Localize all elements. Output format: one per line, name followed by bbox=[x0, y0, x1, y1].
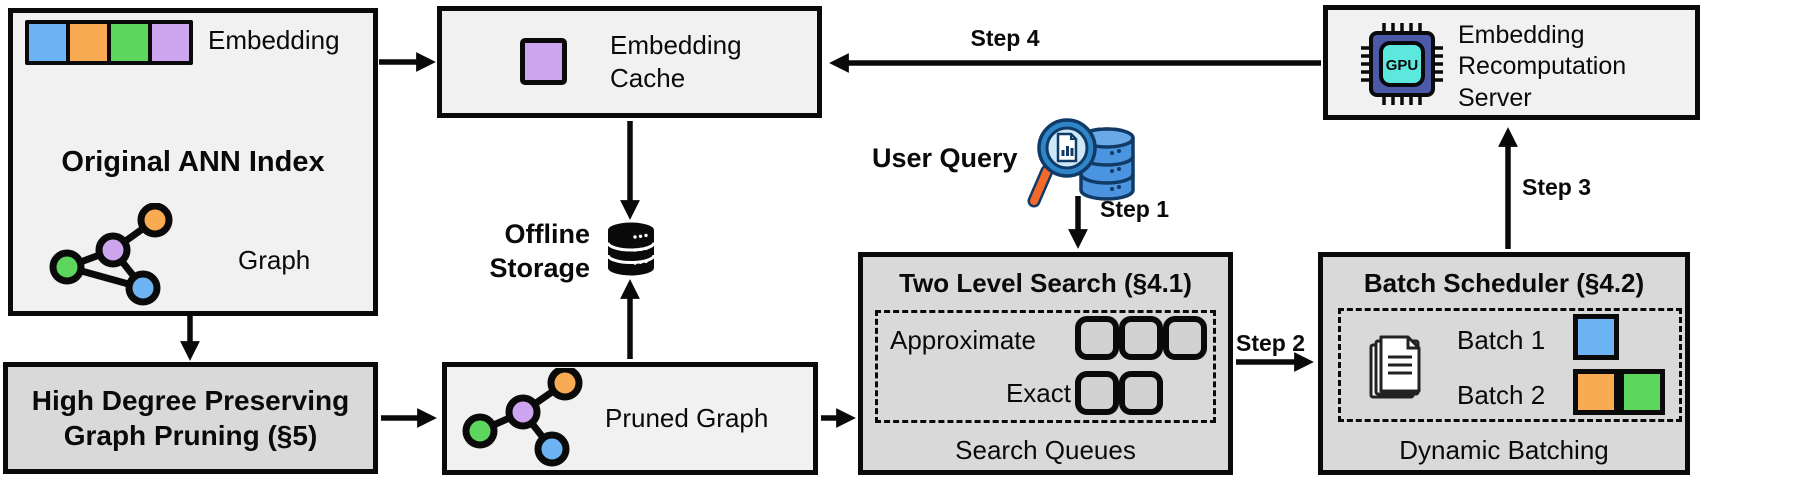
embedding-cache-label: Embedding Cache bbox=[610, 30, 742, 93]
batch1-embedding-icons bbox=[1573, 314, 1619, 360]
pruned-graph-icon bbox=[462, 368, 583, 467]
step1-label: Step 1 bbox=[1100, 196, 1170, 222]
graph-label: Graph bbox=[238, 245, 311, 275]
user-query-label: User Query bbox=[872, 143, 1018, 173]
user-query-icon bbox=[1027, 118, 1135, 208]
embedding-cell-green bbox=[1619, 369, 1665, 415]
embedding-cell-green bbox=[111, 24, 148, 61]
queue-slot-icon bbox=[1119, 371, 1163, 415]
pruned-graph-box: Pruned Graph bbox=[442, 362, 818, 475]
cached-embedding-icon bbox=[520, 38, 567, 85]
high-degree-pruning-label: High Degree Preserving Graph Pruning (§5… bbox=[31, 385, 350, 451]
embedding-label: Embedding bbox=[208, 25, 340, 55]
queue-slot-icon bbox=[1119, 316, 1163, 360]
queue-slot-icon bbox=[1075, 316, 1119, 360]
recomputation-server-box: GPU Embedding Recomputation Server bbox=[1323, 5, 1700, 120]
search-queues-region bbox=[875, 310, 1216, 423]
original-ann-index-title: Original ANN Index bbox=[61, 146, 325, 178]
embedding-cache-box: Embedding Cache bbox=[437, 6, 822, 118]
batch-scheduler-title: Batch Scheduler (§4.2) bbox=[1363, 268, 1645, 298]
embedding-cell-blue bbox=[1573, 314, 1619, 360]
graph-icon bbox=[49, 203, 173, 306]
queue-slot-icon bbox=[1075, 371, 1119, 415]
embedding-vector-icon bbox=[25, 20, 193, 65]
offline-storage-label: Offline Storage bbox=[489, 219, 590, 283]
step2-label: Step 2 bbox=[1236, 330, 1306, 356]
batch1-label: Batch 1 bbox=[1457, 325, 1546, 355]
search-queues-label: Search Queues bbox=[955, 435, 1136, 465]
embedding-cell-orange bbox=[70, 24, 107, 61]
batch2-embedding-icons bbox=[1573, 369, 1665, 415]
exact-queue-icons bbox=[1075, 371, 1163, 415]
offline-storage-database-icon bbox=[606, 222, 656, 276]
dynamic-batching-region bbox=[1338, 308, 1682, 422]
approximate-label: Approximate bbox=[890, 325, 1036, 355]
exact-label: Exact bbox=[1005, 378, 1071, 408]
approximate-queue-icons bbox=[1075, 316, 1207, 360]
high-degree-pruning-box: High Degree Preserving Graph Pruning (§5… bbox=[3, 362, 378, 474]
two-level-search-box: Two Level Search (§4.1) Approximate Exac… bbox=[858, 252, 1233, 475]
queue-slot-icon bbox=[1163, 316, 1207, 360]
embedding-cell-blue bbox=[29, 24, 66, 61]
embedding-cell-orange bbox=[1573, 369, 1619, 415]
pruned-graph-label: Pruned Graph bbox=[605, 403, 769, 433]
batch-scheduler-box: Batch Scheduler (§4.2) Batch 1 Batch 2 D… bbox=[1318, 252, 1690, 475]
documents-icon bbox=[1369, 335, 1421, 399]
gpu-chip-icon: GPU bbox=[1361, 23, 1443, 105]
original-ann-index-box: Embedding Original ANN Index Graph bbox=[8, 8, 378, 316]
two-level-search-title: Two Level Search (§4.1) bbox=[899, 268, 1192, 298]
dynamic-batching-label: Dynamic Batching bbox=[1399, 435, 1609, 465]
gpu-chip-label: GPU bbox=[1386, 57, 1419, 74]
step3-label: Step 3 bbox=[1522, 174, 1592, 200]
recomputation-server-label: Embedding Recomputation Server bbox=[1458, 21, 1627, 112]
embedding-cell-purple bbox=[152, 24, 189, 61]
step4-label: Step 4 bbox=[970, 25, 1040, 51]
batch2-label: Batch 2 bbox=[1457, 380, 1546, 410]
